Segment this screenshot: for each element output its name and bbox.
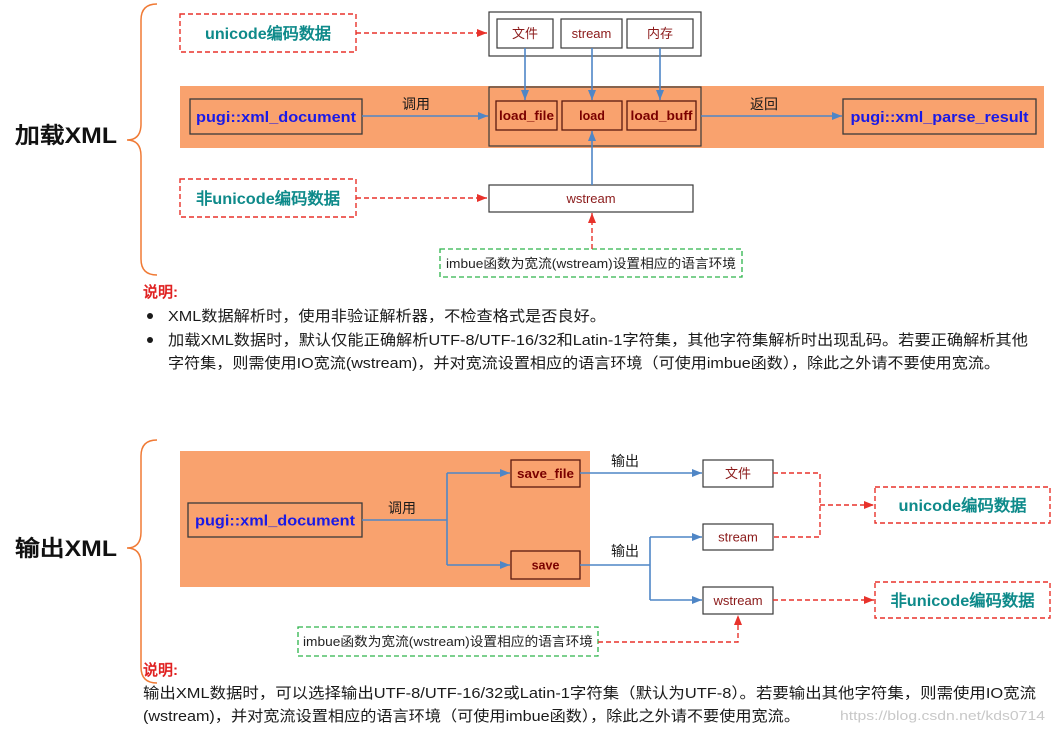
load-wstream: wstream [488, 184, 694, 213]
load-sources-group: 文件 stream 内存 [488, 11, 702, 57]
save-notes-title: 说明: [143, 661, 178, 679]
load-document-box [189, 98, 363, 135]
load-section-title: 加载XML [14, 123, 117, 148]
save-note-line: (wstream)，并对宽流设置相应的语言环境（可使用imbue函数），除此之外… [143, 707, 800, 725]
load-imbue-note-box [439, 248, 743, 278]
fn-save-file-box [510, 459, 581, 488]
save-call-label: 调用 [388, 500, 416, 516]
save-section-brace [126, 439, 158, 684]
load-note-line: 加载XML数据时，默认仅能正确解析UTF-8/UTF-16/32和Latin-1… [168, 332, 1028, 349]
source-memory-label: 内存 [647, 26, 673, 41]
fn-load-file-label: load_file [499, 109, 554, 123]
bullet-icon [147, 313, 153, 319]
load-document-label: pugi::xml_document [196, 109, 356, 126]
load-unicode-input: unicode编码数据 [179, 13, 357, 53]
save-document-box [187, 502, 363, 538]
source-stream-box [560, 18, 623, 49]
load-section-brace [126, 3, 158, 276]
imbue-to-target-wstream-arrow [598, 615, 742, 643]
save-output-label: 输出 [611, 543, 639, 559]
save-non-unicode-output: 非unicode编码数据 [874, 581, 1051, 619]
unicode-merge-line [773, 472, 821, 538]
load-return-label: 返回 [750, 96, 778, 112]
save-unicode-output: unicode编码数据 [874, 486, 1051, 524]
load-call-label: 调用 [402, 96, 430, 112]
target-stream: stream [702, 523, 774, 551]
load-unicode-input-box [179, 13, 357, 53]
load-result-label: pugi::xml_parse_result [851, 109, 1029, 126]
save-imbue-note-box [297, 626, 599, 657]
load-wstream-box [488, 184, 694, 213]
save-section-title: 输出XML [15, 536, 117, 561]
load-section: 加载XML unicode编码数据 文件 stream 内存 pugi::xml… [14, 3, 1044, 372]
fn-load-buff-label: load_buff [631, 109, 694, 123]
target-file-label: 文件 [725, 466, 751, 481]
target-stream-box [702, 523, 774, 551]
save-file-output-label: 输出 [611, 453, 639, 469]
target-wstream: wstream [702, 586, 774, 615]
load-unicode-input-label: unicode编码数据 [205, 24, 331, 43]
save-imbue-note: imbue函数为宽流(wstream)设置相应的语言环境 [297, 626, 599, 657]
target-file-box [702, 459, 774, 488]
fn-load-box [561, 100, 623, 131]
save-non-unicode-output-box [874, 581, 1051, 619]
fn-save: save [510, 550, 581, 580]
save-document-label: pugi::xml_document [195, 513, 355, 530]
save-note-line: 输出XML数据时，可以选择输出UTF-8/UTF-16/32或Latin-1字符… [143, 685, 1036, 702]
fn-load-buff-box [626, 100, 697, 131]
save-section: 输出XML pugi::xml_document 调用 save_file sa… [15, 439, 1051, 725]
load-note-line: 字符集，则需使用IO宽流(wstream)，并对宽流设置相应的语言环境（可使用i… [168, 354, 1000, 372]
load-notes: 说明: XML数据解析时，使用非验证解析器，不检查格式是否良好。 加载XML数据… [143, 283, 1028, 372]
load-wstream-label: wstream [565, 191, 615, 206]
load-note-line: XML数据解析时，使用非验证解析器，不检查格式是否良好。 [168, 308, 606, 325]
load-non-unicode-input-label: 非unicode编码数据 [196, 189, 340, 208]
target-stream-label: stream [718, 530, 758, 545]
source-file-label: 文件 [512, 26, 538, 41]
load-imbue-note-label: imbue函数为宽流(wstream)设置相应的语言环境 [446, 256, 736, 271]
fn-save-file-label: save_file [517, 467, 574, 481]
fn-save-label: save [532, 559, 560, 573]
save-imbue-note-label: imbue函数为宽流(wstream)设置相应的语言环境 [303, 634, 593, 649]
load-document: pugi::xml_document [189, 98, 363, 135]
save-non-unicode-output-label: 非unicode编码数据 [891, 591, 1035, 610]
save-unicode-output-label: unicode编码数据 [899, 496, 1027, 515]
save-document: pugi::xml_document [187, 502, 363, 538]
fn-load-file-box [495, 100, 558, 131]
load-result: pugi::xml_parse_result [842, 98, 1037, 135]
load-imbue-note: imbue函数为宽流(wstream)设置相应的语言环境 [439, 248, 743, 278]
target-file: 文件 [702, 459, 774, 488]
load-non-unicode-input: 非unicode编码数据 [179, 178, 357, 218]
load-notes-title: 说明: [143, 283, 178, 301]
save-unicode-output-box [874, 486, 1051, 524]
load-result-box [842, 98, 1037, 135]
save-notes: 说明: 输出XML数据时，可以选择输出UTF-8/UTF-16/32或Latin… [143, 661, 1036, 725]
fn-save-file: save_file [510, 459, 581, 488]
source-stream-label: stream [572, 26, 612, 41]
fn-load-label: load [579, 109, 605, 123]
bullet-icon [147, 337, 153, 343]
watermark: https://blog.csdn.net/kds0714 [840, 708, 1045, 723]
target-wstream-label: wstream [712, 593, 762, 608]
